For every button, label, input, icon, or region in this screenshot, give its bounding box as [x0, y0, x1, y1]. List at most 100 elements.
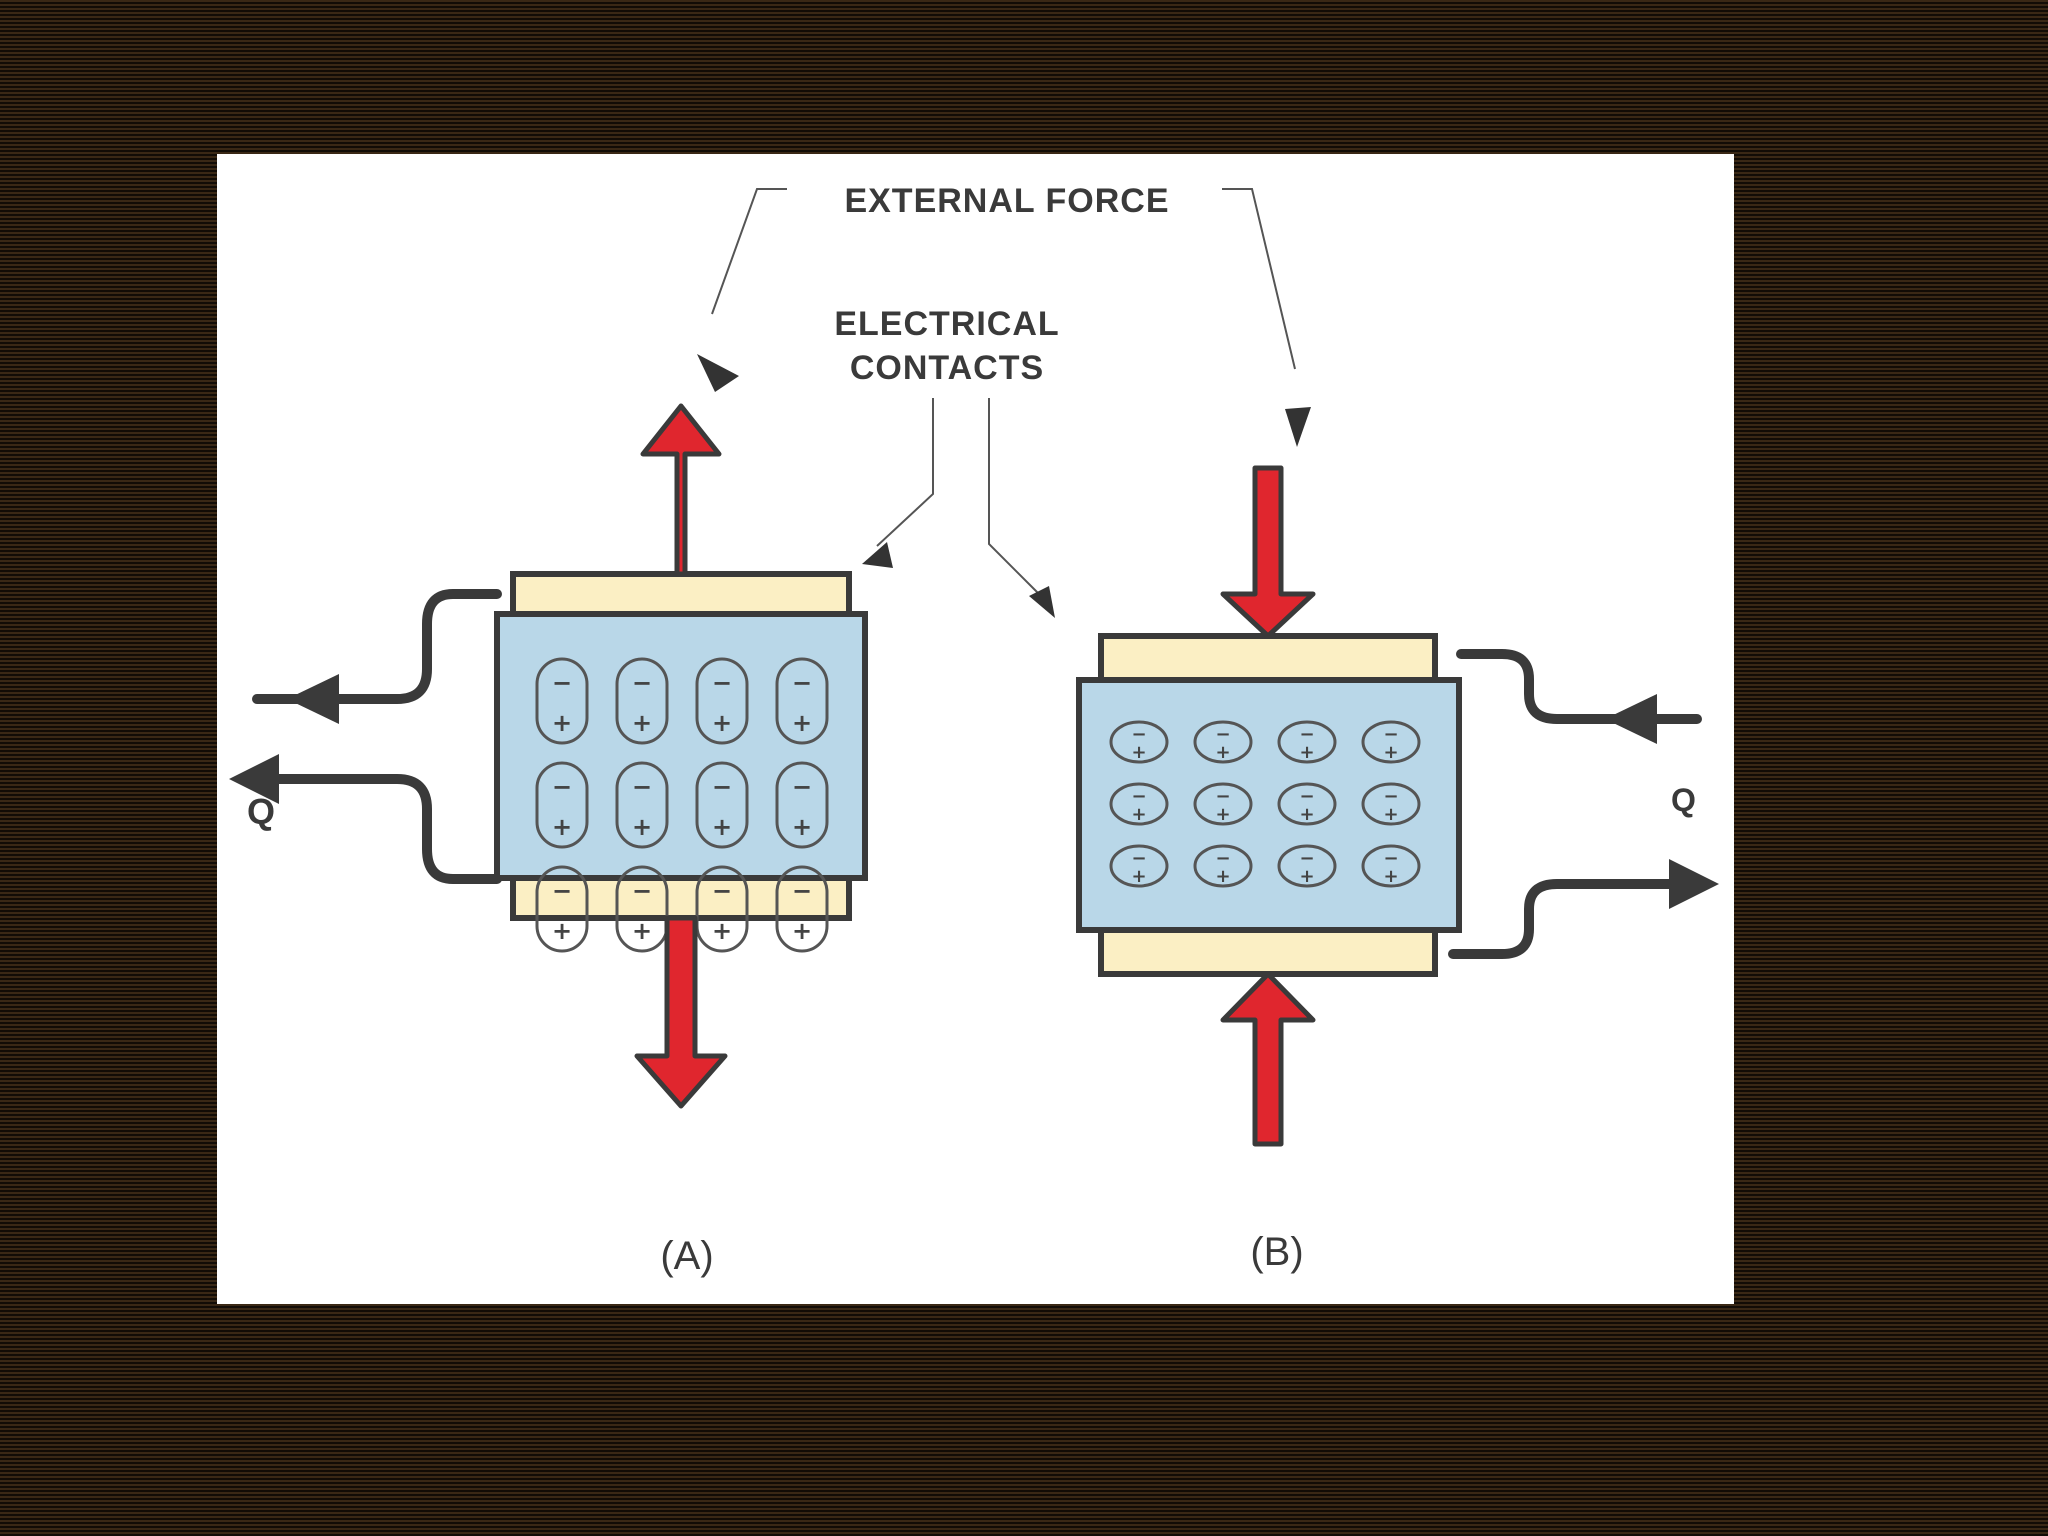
dipole-positive-sign: + [1383, 742, 1398, 763]
dipole-outline [1277, 782, 1337, 826]
dipole-negative-sign: − [1383, 786, 1398, 807]
dipole-negative-sign: − [1299, 848, 1314, 869]
dipole-positive-sign: + [1299, 742, 1314, 763]
leader-arrowheads [697, 354, 1311, 618]
dipole-outline [1361, 782, 1421, 826]
leader-arrowhead-icon [697, 354, 739, 392]
contacts-leader-left [876, 398, 934, 547]
dipole-outline [615, 761, 669, 849]
dipole-outline [615, 865, 669, 953]
dipole-outline [695, 761, 749, 849]
dipole-outline [1193, 720, 1253, 764]
dipole-negative-sign: − [552, 773, 572, 801]
dipole-positive-sign: + [1299, 804, 1314, 825]
dipole-outline [615, 657, 669, 745]
dipole-positive-sign: + [632, 917, 652, 945]
panel-b-top-contact [1098, 633, 1438, 683]
dipole-negative-sign: − [1131, 724, 1146, 745]
dipole-outline [1109, 782, 1169, 826]
dipole-outline [535, 761, 589, 849]
panel-b-force-arrow-up-icon [1220, 971, 1316, 1147]
panel-a-force-arrow-up-icon [640, 403, 722, 577]
dipole-negative-sign: − [712, 669, 732, 697]
dipole-positive-sign: + [1131, 742, 1146, 763]
diagram-panel: −+−+−+−+−+−+−+−+−+−+−+−+ −+−+−+−+−+−+−+−… [217, 154, 1734, 1304]
electrical-contacts-label: ELECTRICAL CONTACTS [757, 302, 1137, 390]
dipole-positive-sign: + [632, 813, 652, 841]
leader-arrowhead-icon [1285, 407, 1311, 447]
dipole-positive-sign: + [552, 709, 572, 737]
dipole-outline [1361, 720, 1421, 764]
dipole-positive-sign: + [1215, 866, 1230, 887]
panel-a-input-arrow-icon [287, 674, 339, 724]
dipole: −+ [695, 657, 749, 745]
external-force-label: EXTERNAL FORCE [844, 182, 1170, 220]
dipole-outline [535, 865, 589, 953]
panel-a-output-arrow-icon [229, 754, 279, 804]
dipole-outline [775, 865, 829, 953]
dipole-positive-sign: + [792, 917, 812, 945]
dipole-negative-sign: − [1383, 848, 1398, 869]
external-force-leader-lines [711, 188, 1296, 595]
dipole-outline [1277, 720, 1337, 764]
dipole: −+ [615, 865, 669, 953]
panel-a-caption: (A) [660, 1234, 714, 1278]
charge-label-right: Q [1671, 782, 1696, 818]
dipole: −+ [535, 657, 589, 745]
dipole: −+ [1361, 844, 1421, 888]
panel-b-input-arrow-icon [1605, 694, 1657, 744]
dipole: −+ [1277, 720, 1337, 764]
dipole-negative-sign: − [792, 877, 812, 905]
dipole-positive-sign: + [552, 813, 572, 841]
leader-arrowhead-icon [862, 542, 893, 568]
panel-b-output-arrow-icon [1669, 859, 1719, 909]
dipole: −+ [775, 865, 829, 953]
dipole-negative-sign: − [552, 669, 572, 697]
panel-a-wire-bottom [252, 774, 502, 884]
dipole: −+ [1193, 782, 1253, 826]
panel-b-bottom-contact [1098, 927, 1438, 977]
dipole-negative-sign: − [792, 773, 812, 801]
dipole-outline [695, 657, 749, 745]
dipole: −+ [1277, 782, 1337, 826]
external-force-leader-left [711, 188, 787, 315]
dipole: −+ [1109, 720, 1169, 764]
panel-b-force-arrow-down-icon [1220, 465, 1316, 639]
dipole-negative-sign: − [1215, 724, 1230, 745]
dipole-positive-sign: + [632, 709, 652, 737]
dipole-negative-sign: − [1299, 786, 1314, 807]
panel-b-wire-top [1456, 649, 1702, 724]
dipole-negative-sign: − [1299, 724, 1314, 745]
dipole-positive-sign: + [712, 709, 732, 737]
dipole-negative-sign: − [632, 773, 652, 801]
dipole-positive-sign: + [1299, 866, 1314, 887]
dipole-positive-sign: + [1215, 742, 1230, 763]
dipole: −+ [775, 657, 829, 745]
panel-b-wire-bottom [1448, 879, 1697, 959]
dipole-outline [1109, 720, 1169, 764]
electrical-contacts-label-line2: CONTACTS [849, 349, 1045, 387]
dipole-negative-sign: − [1215, 786, 1230, 807]
panel-a-dipoles: −+−+−+−+−+−+−+−+−+−+−+−+ [535, 657, 829, 953]
dipole: −+ [695, 865, 749, 953]
dipole-negative-sign: − [632, 877, 652, 905]
dipole-positive-sign: + [1131, 866, 1146, 887]
external-force-leader-right [1222, 188, 1296, 370]
dipole-positive-sign: + [712, 917, 732, 945]
dipole-negative-sign: − [1131, 786, 1146, 807]
dipole-negative-sign: − [632, 669, 652, 697]
dipole: −+ [695, 761, 749, 849]
dipole: −+ [1277, 844, 1337, 888]
panel-b-caption: (B) [1250, 1230, 1304, 1274]
dipole: −+ [1361, 720, 1421, 764]
dipole-positive-sign: + [792, 709, 812, 737]
dipole-positive-sign: + [792, 813, 812, 841]
charge-label-left: Q [247, 791, 276, 832]
dipole: −+ [1361, 782, 1421, 826]
dipole-outline [1361, 844, 1421, 888]
dipole-positive-sign: + [1215, 804, 1230, 825]
dipole: −+ [615, 761, 669, 849]
dipole-positive-sign: + [552, 917, 572, 945]
dipole: −+ [1193, 844, 1253, 888]
dipole-positive-sign: + [712, 813, 732, 841]
